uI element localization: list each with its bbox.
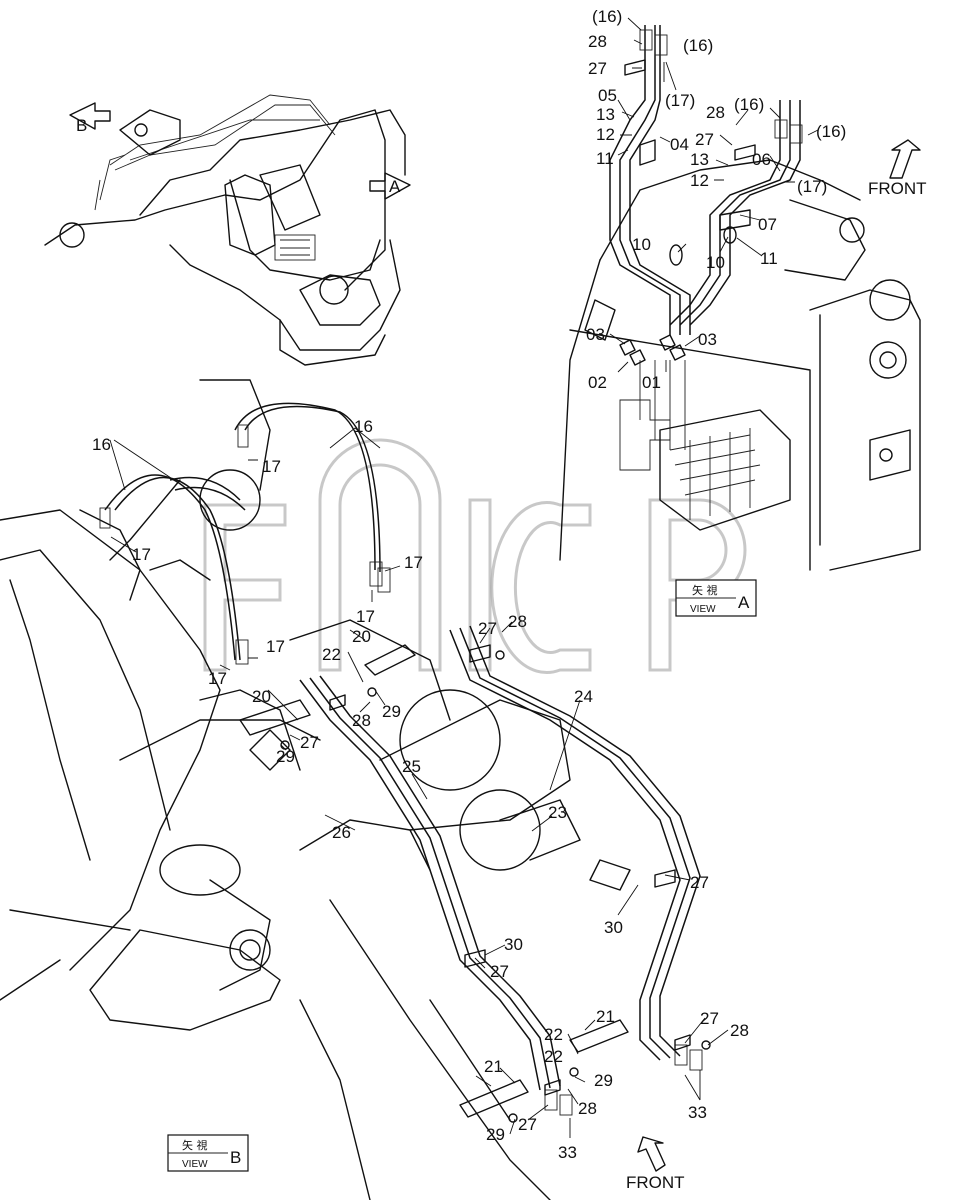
- front-arrow-bottom: FRONT: [626, 1136, 685, 1192]
- callout-label: 27: [695, 130, 714, 149]
- callout-label: 30: [604, 918, 623, 937]
- callout-label: 27: [490, 962, 509, 981]
- callout-label: 11: [760, 249, 778, 268]
- callout-label: 02: [588, 373, 607, 392]
- front-arrow-top: FRONT: [868, 139, 927, 198]
- callout-label: 06: [752, 150, 771, 169]
- callout-label: 22: [544, 1047, 563, 1066]
- callout-label: 16: [354, 417, 373, 436]
- callout-label: (16): [734, 95, 764, 114]
- callout-label: (16): [816, 122, 846, 141]
- callout-label: (16): [592, 7, 622, 26]
- callout-label: 17: [262, 457, 281, 476]
- view-a-pipes: [609, 25, 803, 366]
- callout-label: 12: [596, 125, 615, 144]
- callout-label: 17: [266, 637, 285, 656]
- svg-text:矢 視: 矢 視: [692, 583, 718, 597]
- overview-machine: [44, 94, 406, 366]
- callouts-main: 16 16 17 17 17 17 17 17 20 27 28 22 20 2…: [92, 417, 749, 1162]
- callout-label: 33: [558, 1143, 577, 1162]
- overview-arrow-b: B: [69, 102, 111, 135]
- svg-text:VIEW: VIEW: [690, 604, 716, 615]
- callout-label: 29: [486, 1125, 505, 1144]
- callout-label: 28: [578, 1099, 597, 1118]
- callout-label: 10: [632, 235, 651, 254]
- callouts-view-a: (16) (16) 28 27 (17) 05 13 04 12 11 28 (…: [586, 7, 846, 392]
- callout-label: 27: [588, 59, 607, 78]
- callout-label: 16: [92, 435, 111, 454]
- callout-label: 27: [478, 619, 497, 638]
- callout-label: 20: [252, 687, 271, 706]
- svg-text:A: A: [389, 177, 401, 196]
- callout-label: 12: [690, 171, 709, 190]
- svg-text:FRONT: FRONT: [868, 179, 927, 198]
- callout-label: 21: [596, 1007, 615, 1026]
- svg-text:VIEW: VIEW: [182, 1159, 208, 1170]
- callout-label: 26: [332, 823, 351, 842]
- callout-label: 03: [586, 325, 605, 344]
- callout-label: 29: [382, 702, 401, 721]
- callout-label: 27: [690, 873, 709, 892]
- main-brackets: [239, 644, 711, 1123]
- callout-label: 13: [596, 105, 615, 124]
- callout-label: 17: [208, 669, 227, 688]
- callout-label: 30: [504, 935, 523, 954]
- callout-label: 28: [588, 32, 607, 51]
- svg-text:B: B: [230, 1148, 241, 1167]
- overview-arrow-a: A: [369, 172, 411, 200]
- callout-label: 28: [508, 612, 527, 631]
- callout-label: 29: [594, 1071, 613, 1090]
- callout-label: 33: [688, 1103, 707, 1122]
- callout-label: 17: [356, 607, 375, 626]
- svg-text:B: B: [76, 116, 87, 135]
- watermark: [203, 438, 747, 674]
- callout-label: (17): [665, 91, 695, 110]
- callout-label: 24: [574, 687, 593, 706]
- leader-lines: [109, 17, 819, 1138]
- callout-label: 17: [132, 545, 151, 564]
- callout-label: (17): [797, 177, 827, 196]
- callout-label: 01: [642, 373, 661, 392]
- callout-label: 17: [404, 553, 423, 572]
- view-a-box: 矢 視 VIEW A: [675, 579, 757, 617]
- callout-label: 22: [544, 1025, 563, 1044]
- svg-text:FRONT: FRONT: [626, 1173, 685, 1192]
- svg-text:A: A: [738, 593, 750, 612]
- callout-label: 22: [322, 645, 341, 664]
- callout-label: 11: [596, 149, 614, 168]
- view-a-structure: [559, 159, 921, 571]
- callout-label: 29: [276, 747, 295, 766]
- callout-label: 27: [300, 733, 319, 752]
- callout-label: 07: [758, 215, 777, 234]
- callout-label: 04: [670, 135, 689, 154]
- callout-label: (16): [683, 36, 713, 55]
- callout-label: 10: [706, 253, 725, 272]
- svg-text:矢 視: 矢 視: [182, 1138, 208, 1152]
- callout-label: 23: [548, 803, 567, 822]
- callout-label: 03: [698, 330, 717, 349]
- callout-label: 28: [706, 103, 725, 122]
- callout-label: 27: [518, 1115, 537, 1134]
- main-structure: [0, 379, 631, 1200]
- callout-label: 27: [700, 1009, 719, 1028]
- callout-label: 05: [598, 86, 617, 105]
- callout-label: 28: [730, 1021, 749, 1040]
- main-hoses: [99, 402, 703, 1116]
- callout-label: 20: [352, 627, 371, 646]
- callout-label: 28: [352, 711, 371, 730]
- view-b-box: 矢 視 VIEW B: [167, 1134, 249, 1172]
- callout-label: 25: [402, 757, 421, 776]
- callout-label: 21: [484, 1057, 503, 1076]
- callout-label: 13: [690, 150, 709, 169]
